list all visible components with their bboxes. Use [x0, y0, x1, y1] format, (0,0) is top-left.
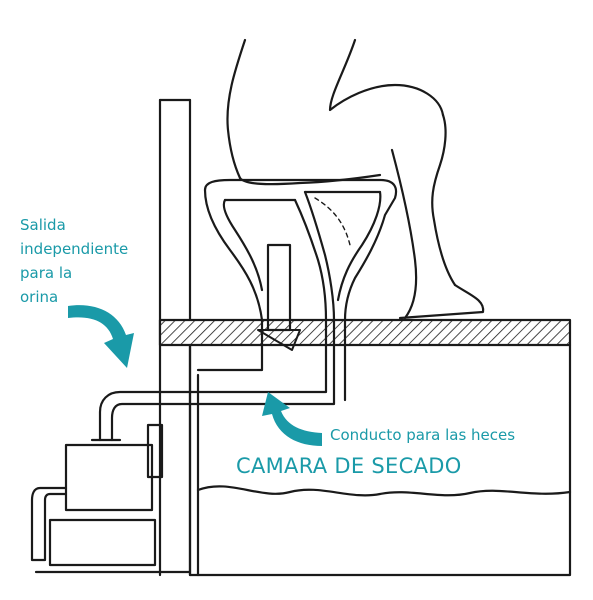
- person-back: [226, 38, 247, 180]
- person-foot: [398, 283, 485, 320]
- floor-slab: [158, 318, 572, 347]
- urine-outlet-line-3: para la: [20, 264, 73, 282]
- wall-bracket: [146, 423, 164, 479]
- urine-outlet-line-4: orina: [20, 288, 59, 306]
- seat-outer-left: [203, 188, 264, 322]
- bowl-front-right: [336, 190, 382, 302]
- urine-container: [64, 443, 154, 512]
- chute-arrow-shaft: [266, 243, 292, 332]
- urine-arrow: [68, 305, 134, 368]
- seat-inner-left: [222, 198, 264, 292]
- urine-pipe-bottom: [110, 318, 336, 442]
- chute-left: [196, 318, 264, 372]
- bowl-dashed: [314, 197, 351, 246]
- person-thigh: [328, 38, 445, 117]
- person-calf-back: [390, 148, 418, 320]
- drying-chamber-outline: [188, 343, 572, 577]
- urine-outlet-line-2: independiente: [20, 240, 129, 258]
- pile-wave: [196, 485, 572, 497]
- bowl-divider-right: [303, 190, 336, 322]
- chute-arrow-head: [257, 329, 301, 351]
- drying-chamber-label: CAMARA DE SECADO: [236, 454, 462, 478]
- urine-outlet-label: Salida independiente para la orina: [20, 213, 128, 309]
- feces-arrow: [262, 392, 322, 446]
- container-tube: [30, 486, 68, 562]
- feces-duct-label: Conducto para las heces: [330, 426, 516, 444]
- container-base: [48, 518, 157, 567]
- urine-outlet-line-1: Salida: [20, 216, 66, 234]
- urine-pipe-top: [98, 318, 328, 442]
- bowl-divider-left: [293, 198, 328, 322]
- seat-outer: [203, 178, 398, 322]
- person-buttock: [238, 173, 382, 186]
- person-knee: [431, 113, 457, 287]
